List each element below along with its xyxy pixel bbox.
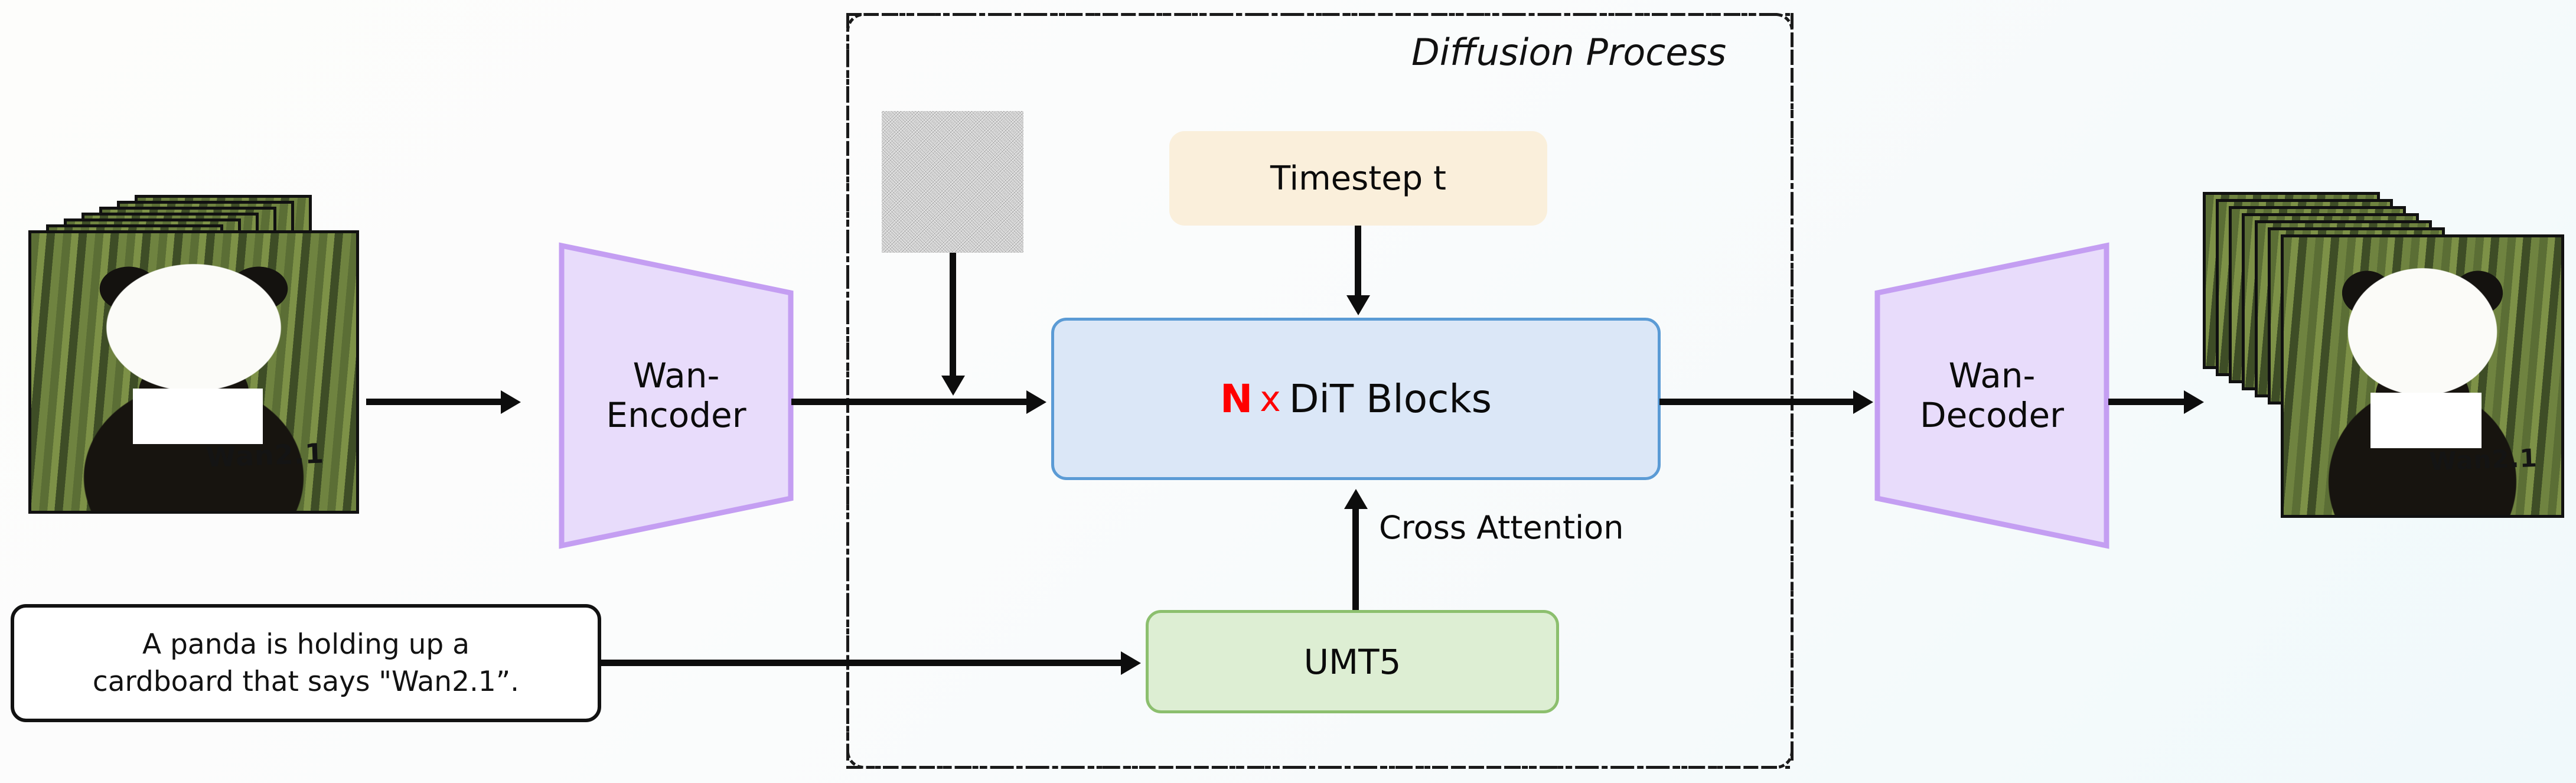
arrow-timestep-to-dit (1355, 226, 1361, 296)
diffusion-group-border-top (846, 13, 1794, 16)
input-video-frames: Wan2.1 (28, 195, 359, 514)
dit-blocks-block[interactable]: N x DiT Blocks (1051, 318, 1661, 480)
arrow-prompt-to-umt5 (599, 660, 1122, 666)
arrow-dit-to-decoder (1659, 399, 1854, 405)
umt5-label: UMT5 (1303, 641, 1401, 682)
wan-encoder-label-line1: Wan- (632, 355, 720, 396)
output-video-frames: Wan2.1 (2203, 192, 2564, 546)
dit-blocks-times: x (1260, 378, 1281, 420)
wan-decoder-block[interactable]: Wan- Decoder (1874, 242, 2110, 549)
timestep-label: Timestep t (1270, 159, 1446, 198)
arrow-noise-to-flow-head (941, 376, 965, 396)
prompt-line-1: A panda is holding up a (142, 628, 469, 661)
diffusion-process-label: Diffusion Process (1411, 31, 1727, 74)
wan-encoder-block[interactable]: Wan- Encoder (558, 242, 794, 549)
arrow-dit-to-decoder-head (1853, 390, 1873, 414)
diffusion-group-border-left (846, 13, 849, 769)
arrow-decoder-to-output-head (2184, 390, 2204, 414)
prompt-line-2: cardboard that says "Wan2.1”. (92, 665, 520, 698)
wan-decoder-label-line2: Decoder (1919, 395, 2065, 435)
arrow-umt5-to-dit (1352, 508, 1359, 610)
video-frame-front: Wan2.1 (28, 230, 359, 514)
diffusion-group-border-bottom (846, 766, 1794, 769)
arrow-input-to-encoder-head (501, 390, 521, 414)
wan-encoder-shape (559, 242, 794, 549)
timestep-block[interactable]: Timestep t (1169, 131, 1547, 226)
arrow-noise-to-flow (950, 253, 956, 377)
output-sign-text: Wan2.1 (2428, 443, 2538, 476)
cross-attention-label: Cross Attention (1379, 509, 1624, 546)
prompt-textbox[interactable]: A panda is holding up a cardboard that s… (11, 604, 601, 722)
input-sign-text: Wan2.1 (205, 437, 325, 474)
arrow-input-to-encoder (366, 399, 502, 405)
video-frame-front: Wan2.1 (2281, 234, 2564, 518)
arrow-encoder-to-dit (791, 399, 1028, 405)
wan-decoder-shape (1874, 242, 2109, 549)
arrow-decoder-to-output (2108, 399, 2185, 405)
dit-blocks-label: DiT Blocks (1289, 376, 1492, 422)
arrow-umt5-to-dit-head (1344, 489, 1368, 509)
arrow-prompt-to-umt5-head (1121, 651, 1141, 675)
gaussian-noise-latent (882, 111, 1023, 253)
dit-blocks-count: N (1219, 376, 1253, 422)
wan-encoder-label-line2: Encoder (606, 395, 746, 435)
diffusion-group-border-right (1791, 13, 1794, 769)
umt5-block[interactable]: UMT5 (1146, 610, 1559, 713)
wan-decoder-label-line1: Wan- (1948, 355, 2036, 396)
arrow-encoder-to-dit-head (1026, 390, 1046, 414)
arrow-timestep-to-dit-head (1346, 295, 1370, 315)
